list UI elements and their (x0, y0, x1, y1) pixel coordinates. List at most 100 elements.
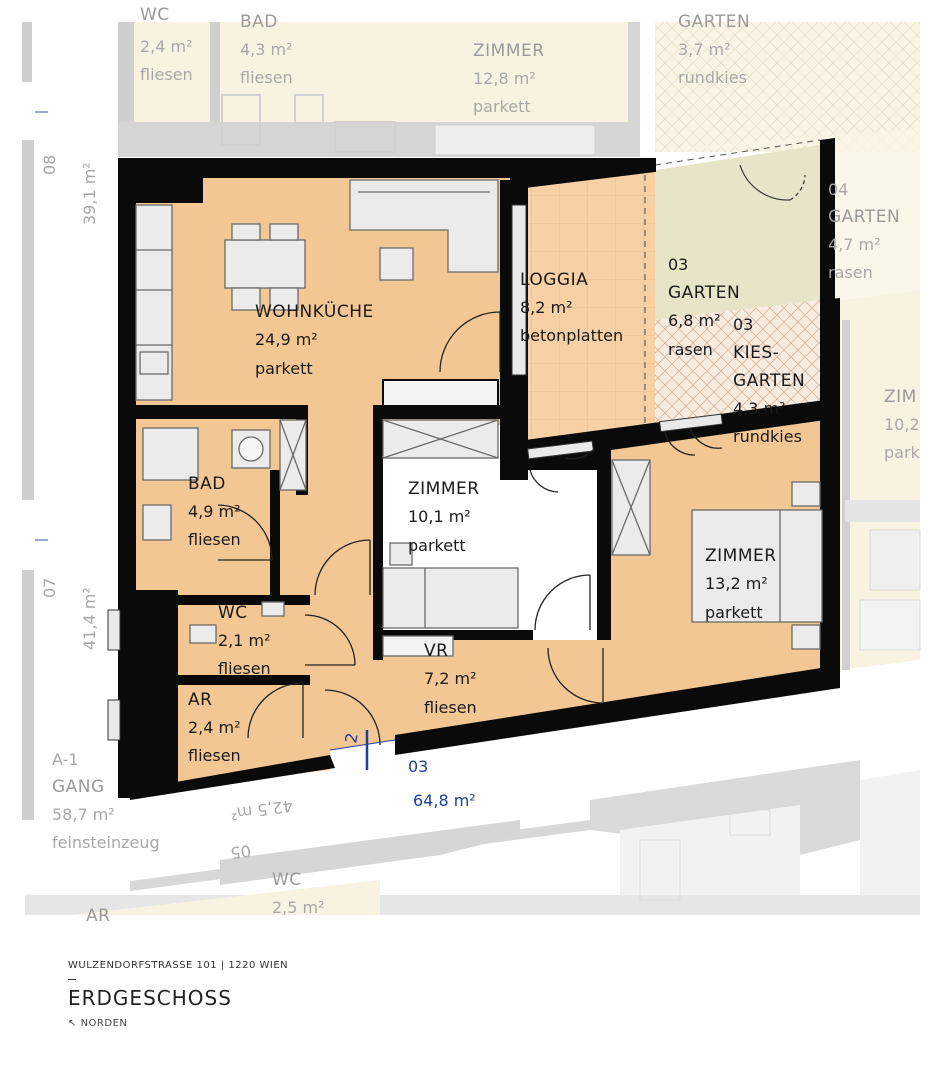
garden-floor (655, 145, 820, 320)
context-layer (22, 22, 921, 915)
neighbor-label-bad: BAD 4,3 m² fliesen (240, 12, 293, 87)
svg-text:03: 03 (408, 757, 428, 776)
svg-text:WC: WC (218, 603, 248, 623)
svg-text:05: 05 (229, 841, 252, 863)
svg-text:parkett: parkett (473, 97, 531, 116)
floor-title: ERDGESCHOSS (68, 986, 232, 1010)
svg-text:GARTEN: GARTEN (733, 371, 805, 391)
svg-text:42,5 m²: 42,5 m² (229, 796, 294, 824)
svg-text:AR: AR (86, 906, 110, 926)
neighbor-label-ar-bottom: AR (86, 906, 110, 926)
svg-text:6,8 m²: 6,8 m² (668, 311, 721, 330)
svg-text:39,1 m²: 39,1 m² (80, 162, 99, 225)
svg-text:GARTEN: GARTEN (828, 207, 900, 227)
svg-text:KIES-: KIES- (733, 343, 779, 363)
unit-label: 03 64,8 m² (408, 757, 476, 810)
svg-text:3,7 m²: 3,7 m² (678, 40, 731, 59)
furniture (135, 179, 823, 657)
svg-text:GARTEN: GARTEN (678, 12, 750, 32)
svg-text:13,2 m²: 13,2 m² (705, 574, 768, 593)
svg-text:4,3 m²: 4,3 m² (733, 399, 786, 418)
svg-text:betonplatten: betonplatten (520, 326, 623, 345)
svg-text:03: 03 (733, 315, 753, 334)
svg-text:2: 2 (341, 731, 361, 744)
room-label-vr: VR 7,2 m² fliesen (424, 641, 477, 717)
neighbor-unit-05: 42,5 m² (229, 796, 294, 824)
svg-text:2,1 m²: 2,1 m² (218, 631, 271, 650)
svg-text:41,4 m²: 41,4 m² (80, 587, 99, 650)
room-label-wc: WC 2,1 m² fliesen (218, 603, 271, 678)
svg-text:rasen: rasen (668, 340, 713, 359)
north-label: NORDEN (80, 1018, 128, 1029)
svg-text:rundkies: rundkies (733, 427, 802, 446)
neighbor-unit-05-number: 05 (229, 841, 252, 863)
svg-text:fliesen: fliesen (140, 65, 193, 84)
svg-text:12,8 m²: 12,8 m² (473, 69, 536, 88)
svg-text:fliesen: fliesen (188, 746, 241, 765)
svg-text:parkett: parkett (705, 603, 763, 622)
svg-text:4,7 m²: 4,7 m² (828, 235, 881, 254)
svg-text:4,9 m²: 4,9 m² (188, 502, 241, 521)
svg-text:fliesen: fliesen (424, 698, 477, 717)
neighbor-label-wc-bottom: WC 2,5 m² (272, 870, 325, 917)
svg-text:ZIM: ZIM (884, 387, 917, 407)
neighbor-unit-08: 39,1 m² (80, 162, 99, 225)
svg-text:A-1: A-1 (52, 750, 79, 769)
neighbor-label-zim-right: ZIM 10,2 park (884, 387, 921, 462)
loggia-floor (525, 170, 655, 445)
svg-text:04: 04 (828, 180, 848, 199)
svg-text:03: 03 (668, 255, 688, 274)
svg-text:GARTEN: GARTEN (668, 283, 740, 303)
north-arrow-icon: ↖ (68, 1018, 77, 1029)
room-label-bad: BAD 4,9 m² fliesen (188, 474, 241, 549)
neighbor-label-garten-04: 04 GARTEN 4,7 m² rasen (828, 180, 900, 282)
neighbor-label-gang: A-1 GANG 58,7 m² feinsteinzeug (52, 750, 160, 852)
neighbor-label-wc: WC 2,4 m² fliesen (140, 5, 193, 84)
svg-text:10,1 m²: 10,1 m² (408, 507, 471, 526)
svg-text:64,8 m²: 64,8 m² (413, 791, 476, 810)
svg-text:4,3 m²: 4,3 m² (240, 40, 293, 59)
neighbor-label-zimmer: ZIMMER 12,8 m² parkett (473, 41, 545, 116)
svg-text:2,5 m²: 2,5 m² (272, 898, 325, 917)
neighbor-label-garten-top: GARTEN 3,7 m² rundkies (678, 12, 750, 87)
doors (217, 311, 723, 746)
neighbor-unit-07: 41,4 m² (80, 587, 99, 650)
svg-text:BAD: BAD (240, 12, 278, 32)
svg-text:parkett: parkett (408, 536, 466, 555)
floor-plan: WOHNKÜCHE 2 4,9 m² parkett LOGGIA 8,2 m² … (22, 5, 921, 926)
entrance-number: 2 (341, 731, 361, 744)
svg-text:WOHNKÜCHE: WOHNKÜCHE (255, 300, 374, 322)
room-label-zimmer-1: ZIMMER 10,1 m² parkett (408, 479, 479, 555)
svg-text:LOGGIA: LOGGIA (520, 270, 588, 290)
svg-text:2,4 m²: 2,4 m² (140, 37, 193, 56)
room-label-loggia: LOGGIA 8,2 m² betonplatten (520, 270, 623, 345)
svg-text:ZIMMER: ZIMMER (705, 546, 777, 566)
svg-text:fliesen: fliesen (240, 68, 293, 87)
svg-text:58,7 m²: 58,7 m² (52, 805, 115, 824)
svg-text:feinsteinzeug: feinsteinzeug (52, 833, 160, 852)
divider (68, 979, 76, 980)
svg-text:ZIMMER: ZIMMER (473, 41, 545, 61)
svg-text:parkett: parkett (255, 359, 313, 378)
north-indicator: ↖ NORDEN (68, 1018, 668, 1029)
address: WULZENDORFSTRASSE 101 | 1220 WIEN (68, 960, 289, 971)
svg-text:AR: AR (188, 690, 212, 710)
neighbor-unit-08-number: 08 (40, 155, 59, 175)
neighbor-unit-07-number: 07 (40, 578, 59, 598)
svg-text:08: 08 (40, 155, 59, 175)
windows (107, 204, 723, 741)
room-label-zimmer-2: ZIMMER 13,2 m² parkett (705, 546, 777, 622)
svg-text:2,4 m²: 2,4 m² (188, 718, 241, 737)
svg-text:GANG: GANG (52, 777, 105, 797)
svg-text:WC: WC (140, 5, 170, 25)
svg-text:10,2: 10,2 (884, 415, 920, 434)
room-label-ar: AR 2,4 m² fliesen (188, 690, 241, 765)
svg-text:rasen: rasen (828, 263, 873, 282)
svg-text:7,2 m²: 7,2 m² (424, 669, 477, 688)
svg-text:fliesen: fliesen (188, 530, 241, 549)
svg-text:fliesen: fliesen (218, 659, 271, 678)
room-label-kiesgarten: 03 KIES- GARTEN 4,3 m² rundkies (733, 315, 805, 446)
svg-text:WC: WC (272, 870, 302, 890)
plan-footer: WULZENDORFSTRASSE 101 | 1220 WIEN ERDGES… (68, 960, 668, 1029)
room-label-garten: 03 GARTEN 6,8 m² rasen (668, 255, 740, 359)
